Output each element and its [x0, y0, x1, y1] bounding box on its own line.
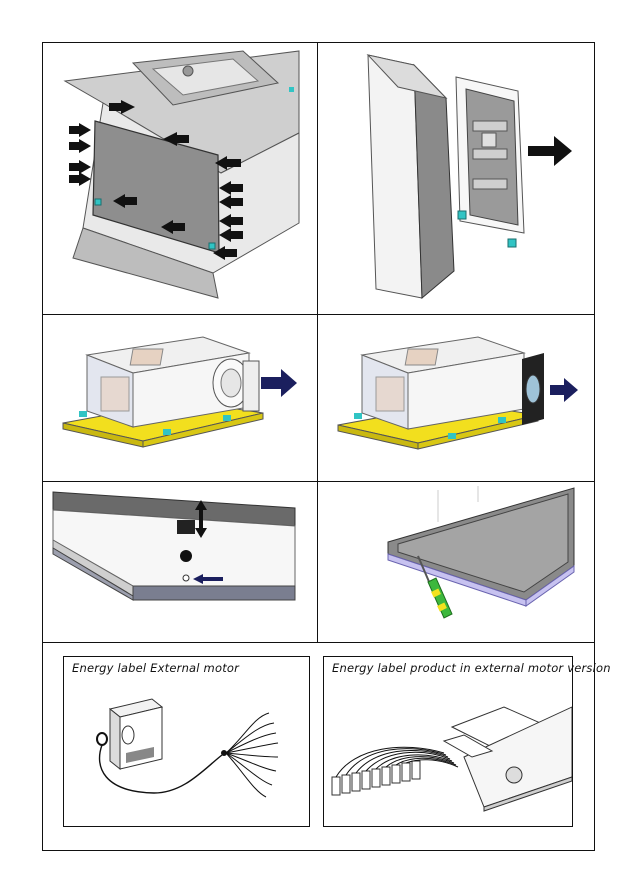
motor-unit-fan-removal-illustration: [62, 336, 297, 448]
label-product-external-box: Energy label product in external motor v…: [323, 656, 611, 827]
terminal-block-wiring-illustration: [331, 706, 572, 812]
grid-divider-vertical: [317, 42, 318, 642]
hood-side-connector-illustration: [52, 491, 296, 601]
grid-divider-row-3: [42, 642, 595, 643]
motor-unit-flange-removal-illustration: [337, 336, 578, 450]
label-external-motor-title: Energy label External motor: [72, 661, 240, 675]
hood-panel-removal-illustration: [63, 50, 300, 299]
figure-3: [43, 315, 317, 481]
label-external-motor-box: Energy label External motor: [63, 656, 310, 827]
label-product-external-title: Energy label product in external motor v…: [332, 661, 611, 675]
grid-divider-row-1: [42, 314, 595, 315]
figure-grid: [42, 42, 595, 851]
figure-2: [318, 43, 595, 314]
grid-divider-row-2: [42, 481, 595, 482]
figure-6: [318, 482, 595, 642]
external-motor-wiring-illustration: [96, 698, 279, 798]
figure-1: [43, 43, 317, 314]
figure-5: [43, 482, 317, 642]
screwdriver-frame-illustration: [387, 486, 575, 619]
panel-detached-illustration: [366, 54, 572, 300]
figure-4: [318, 315, 595, 481]
